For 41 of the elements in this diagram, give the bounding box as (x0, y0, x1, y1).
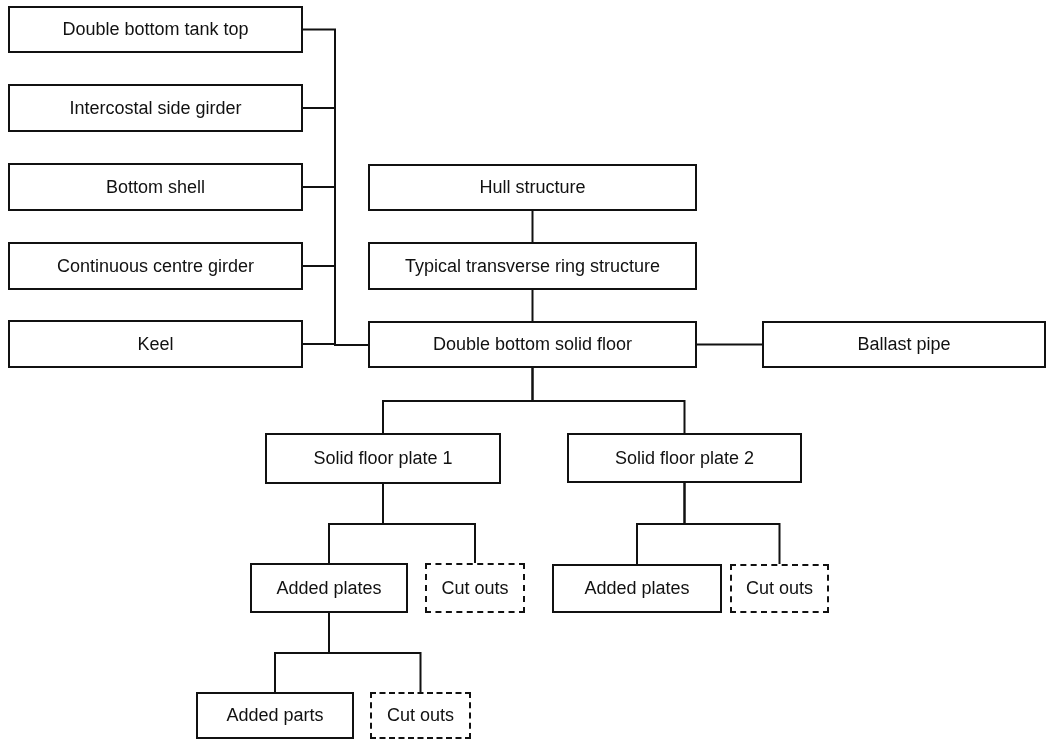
node-label: Double bottom tank top (62, 19, 249, 40)
node-label: Solid floor plate 2 (614, 447, 755, 469)
process-box (8, 6, 303, 53)
process-box (196, 692, 354, 739)
node-label: Ballast pipe (857, 334, 951, 355)
node-label: Double bottom solid floor (432, 334, 633, 355)
connector-line (683, 482, 781, 565)
process-box (552, 564, 722, 613)
node-label: Added plates (584, 578, 690, 599)
dashed-box (370, 692, 471, 739)
node-label: Bottom shell (105, 176, 205, 198)
dashed-box (730, 564, 829, 613)
connector-line (328, 612, 422, 693)
process-box (8, 84, 303, 132)
process-box (368, 164, 697, 211)
node-label: Solid floor plate 1 (313, 448, 453, 469)
process-box (762, 321, 1046, 368)
node-label: Added plates (276, 577, 382, 599)
connector-line (531, 289, 534, 322)
node-label: Cut outs (386, 705, 454, 726)
node-label: Intercostal side girder (69, 97, 242, 119)
node-label: Typical transverse ring structure (404, 255, 661, 277)
connector-line (696, 343, 763, 346)
node-label: Cut outs (745, 578, 813, 599)
process-box (250, 563, 408, 613)
node-label: Added parts (226, 705, 324, 726)
node-label: Hull structure (479, 177, 586, 198)
node-label: Cut outs (441, 577, 509, 599)
process-box (368, 321, 697, 368)
process-box (567, 433, 802, 483)
node-label: Continuous centre girder (56, 255, 255, 277)
node-label: Keel (137, 333, 174, 355)
process-box (8, 163, 303, 211)
process-box (265, 433, 501, 484)
connector-line (531, 210, 534, 243)
process-box (8, 242, 303, 290)
connector-line (382, 483, 476, 564)
process-box (368, 242, 697, 290)
dashed-box (425, 563, 525, 613)
connector-line (531, 367, 686, 434)
process-box (8, 320, 303, 368)
